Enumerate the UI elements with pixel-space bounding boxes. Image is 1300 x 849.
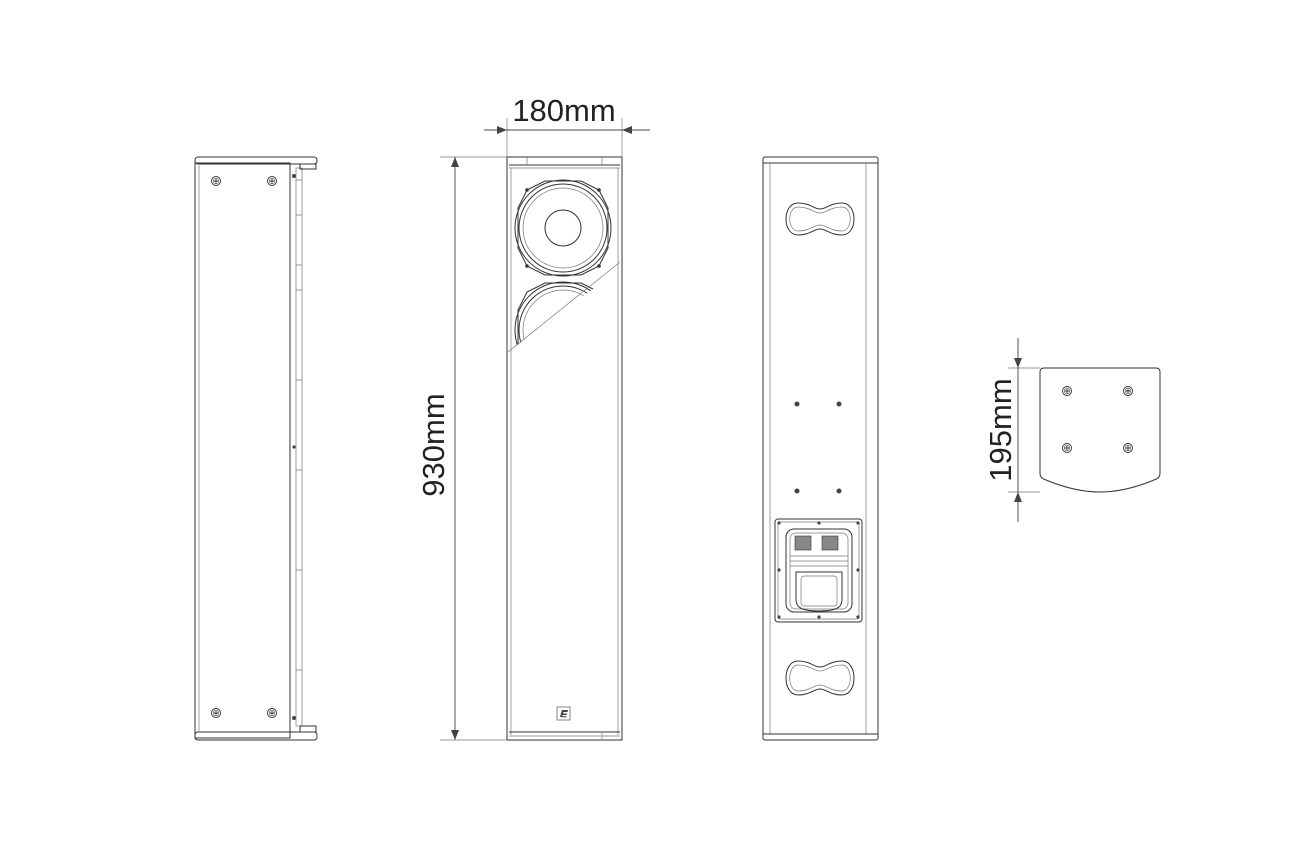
depth-label: 195mm bbox=[983, 378, 1018, 481]
side-view bbox=[194, 156, 318, 741]
handle-icon bbox=[785, 660, 855, 696]
height-dimension: 930mm bbox=[416, 156, 507, 741]
input-panel bbox=[774, 518, 863, 623]
screw-icon bbox=[1123, 443, 1133, 453]
screw-icon bbox=[1062, 386, 1072, 396]
woofer-icon bbox=[514, 179, 612, 277]
connector-icon bbox=[821, 535, 839, 551]
top-view bbox=[1039, 367, 1161, 493]
width-label: 180mm bbox=[512, 93, 615, 128]
handle-icon bbox=[785, 202, 855, 236]
rear-view bbox=[762, 156, 879, 741]
connector-icon bbox=[794, 535, 812, 551]
screw-icon bbox=[267, 708, 277, 718]
screw-icon bbox=[211, 176, 221, 186]
screw-icon bbox=[267, 176, 277, 186]
width-dimension: 180mm bbox=[484, 93, 650, 157]
height-label: 930mm bbox=[416, 393, 451, 496]
woofer-icon bbox=[514, 281, 612, 352]
depth-dimension: 195mm bbox=[983, 338, 1040, 522]
screw-icon bbox=[211, 708, 221, 718]
screw-icon bbox=[1123, 386, 1133, 396]
screw-icon bbox=[1062, 443, 1072, 453]
front-view bbox=[506, 156, 623, 741]
